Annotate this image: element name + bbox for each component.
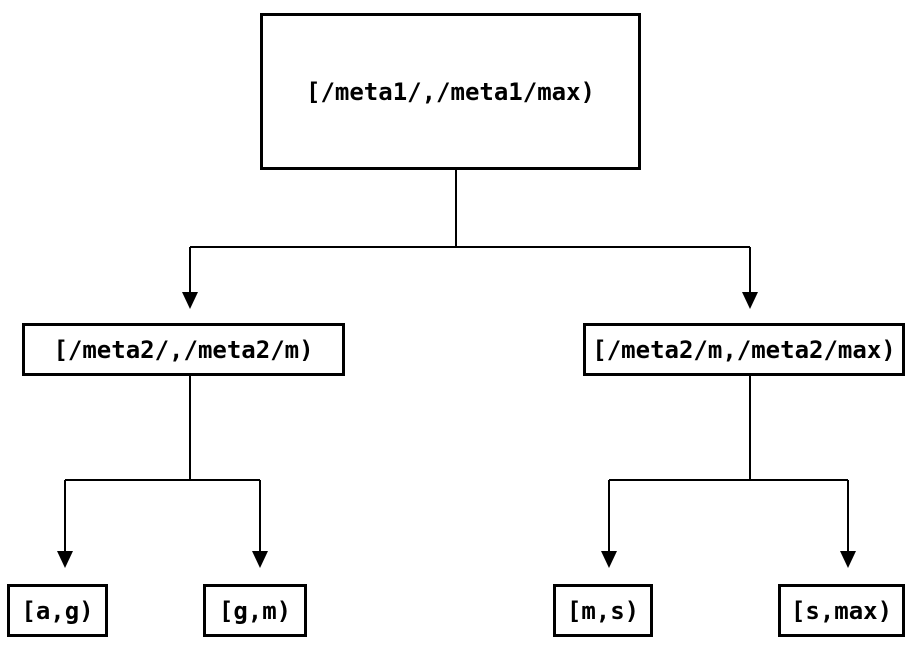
tree-node-leaf-gm: [g,m) [203,584,307,637]
node-label: [/meta2/,/meta2/m) [53,335,314,364]
arrow-down-icon [840,551,856,568]
tree-node-level2-left: [/meta2/,/meta2/m) [22,323,345,376]
tree-node-leaf-ms: [m,s) [553,584,653,637]
tree-node-root: [/meta1/,/meta1/max) [260,13,641,170]
tree-node-level2-right: [/meta2/m,/meta2/max) [583,323,905,376]
arrow-down-icon [182,292,198,309]
tree-node-leaf-smax: [s,max) [778,584,905,637]
node-label: [a,g) [21,596,94,625]
tree-node-leaf-ag: [a,g) [7,584,108,637]
node-label: [m,s) [566,596,640,625]
node-label: [s,max) [790,596,893,625]
arrow-down-icon [601,551,617,568]
node-label: [g,m) [218,596,292,625]
arrow-down-icon [252,551,268,568]
arrow-down-icon [742,292,758,309]
node-label: [/meta2/m,/meta2/max) [592,335,896,364]
arrow-down-icon [57,551,73,568]
node-label: [/meta1/,/meta1/max) [306,77,595,106]
